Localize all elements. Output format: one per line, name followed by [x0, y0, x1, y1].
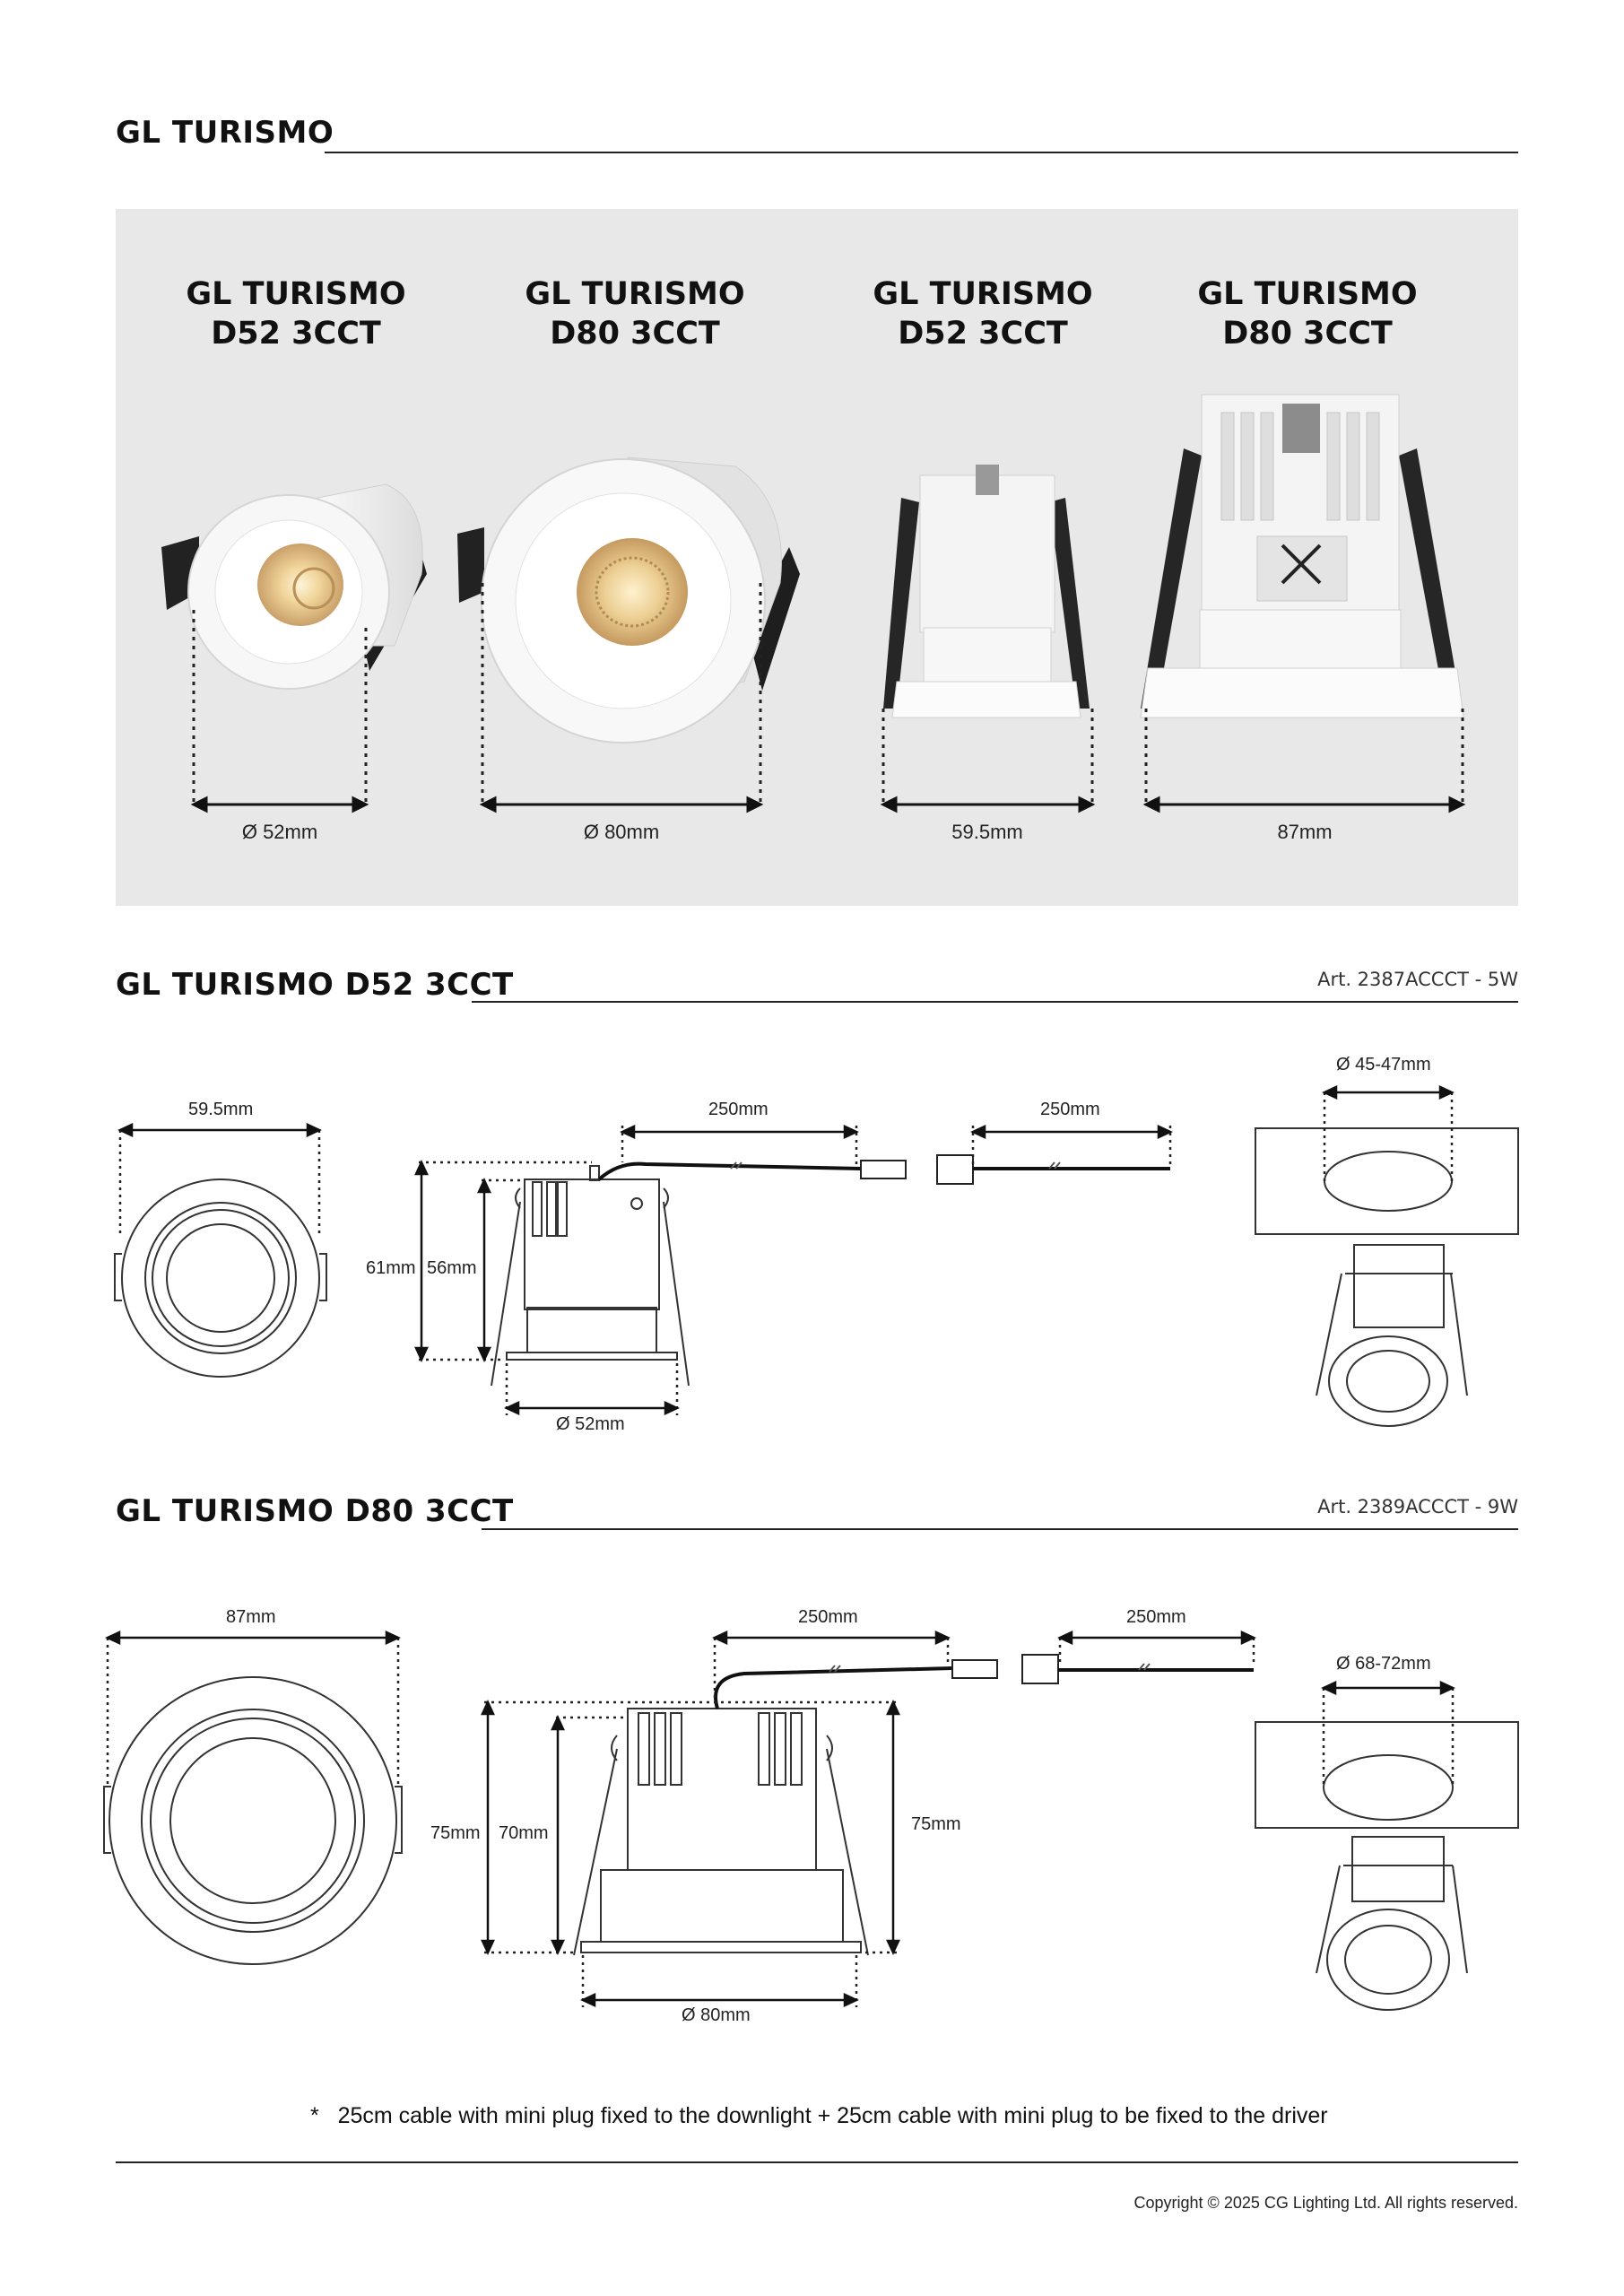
d80-top-view	[103, 1631, 403, 1965]
section-d52-article: Art. 2387ACCCT - 5W	[1317, 969, 1518, 990]
panel-dimension-lines	[190, 583, 1466, 813]
d80-height-right: 75mm	[911, 1814, 961, 1834]
d52-side-view	[414, 1125, 1173, 1415]
diameter-symbol: Ø	[583, 821, 599, 843]
page-title: GL TURISMO	[116, 115, 334, 151]
d52-cutout-view	[1255, 1085, 1519, 1427]
product-name: GL TURISMO	[873, 276, 1093, 312]
d52-height-outer: 61mm	[366, 1258, 416, 1278]
product-photo-d52-front	[161, 483, 427, 690]
section-d80-title: GL TURISMO D80 3CCT	[116, 1493, 514, 1529]
d52-cutout: Ø 45-47mm	[1336, 1055, 1431, 1074]
d80-side-view	[481, 1631, 1256, 2007]
d80-cutout: Ø 68-72mm	[1336, 1654, 1431, 1674]
section-d80-rule	[482, 1528, 1518, 1530]
panel-dimension-2: Ø 80mm	[583, 821, 660, 843]
diameter-symbol: Ø	[1336, 1654, 1350, 1674]
panel-title-4: GL TURISMO D80 3CCT	[1173, 274, 1442, 353]
section-d52-rule	[472, 1001, 1518, 1003]
d80-cutout-view	[1255, 1681, 1519, 2011]
d52-cable-length-2: 250mm	[1040, 1100, 1100, 1119]
product-name: GL TURISMO	[1197, 276, 1418, 312]
product-photo-d80-side	[1140, 394, 1464, 718]
product-variant: D80 3CCT	[550, 316, 720, 352]
footnote: * 25cm cable with mini plug fixed to the…	[310, 2103, 1328, 2129]
d52-top-width: 59.5mm	[188, 1100, 254, 1119]
d80-diameter: Ø 80mm	[682, 2005, 751, 2025]
panel-dimension-3: 59.5mm	[951, 821, 1023, 843]
product-variant: D80 3CCT	[1222, 316, 1393, 352]
product-photo-d80-front	[457, 457, 800, 744]
d52-top-view	[114, 1123, 327, 1378]
product-variant: D52 3CCT	[211, 316, 381, 352]
diameter-symbol: Ø	[241, 821, 257, 843]
diameter-symbol: Ø	[556, 1414, 570, 1434]
footnote-marker: *	[310, 2103, 319, 2128]
panel-dimension-1: Ø 52mm	[241, 821, 318, 843]
panel-dimension-4: 87mm	[1277, 821, 1333, 843]
diameter-symbol: Ø	[682, 2005, 696, 2025]
d52-height-inner: 56mm	[427, 1258, 477, 1278]
product-name: GL TURISMO	[525, 276, 745, 312]
d80-cable-length-2: 250mm	[1126, 1607, 1186, 1627]
d80-height-inner: 70mm	[499, 1823, 549, 1843]
product-name: GL TURISMO	[186, 276, 406, 312]
section-d80-article: Art. 2389ACCCT - 9W	[1317, 1496, 1518, 1518]
footer-rule	[116, 2161, 1518, 2163]
d80-top-width: 87mm	[226, 1607, 276, 1627]
product-variant: D52 3CCT	[898, 316, 1068, 352]
product-photo-d52-side	[883, 465, 1090, 718]
d80-cable-length-1: 250mm	[798, 1607, 858, 1627]
d52-diameter: Ø 52mm	[556, 1414, 625, 1434]
copyright: Copyright © 2025 CG Lighting Ltd. All ri…	[1133, 2194, 1518, 2212]
d52-cable-length-1: 250mm	[708, 1100, 769, 1119]
title-rule	[325, 152, 1518, 153]
d80-height-outer: 75mm	[430, 1823, 481, 1843]
section-d52-title: GL TURISMO D52 3CCT	[116, 967, 514, 1003]
diameter-symbol: Ø	[1336, 1055, 1350, 1074]
panel-title-1: GL TURISMO D52 3CCT	[161, 274, 430, 353]
panel-title-2: GL TURISMO D80 3CCT	[500, 274, 769, 353]
panel-title-3: GL TURISMO D52 3CCT	[848, 274, 1117, 353]
footnote-text: 25cm cable with mini plug fixed to the d…	[337, 2103, 1328, 2128]
